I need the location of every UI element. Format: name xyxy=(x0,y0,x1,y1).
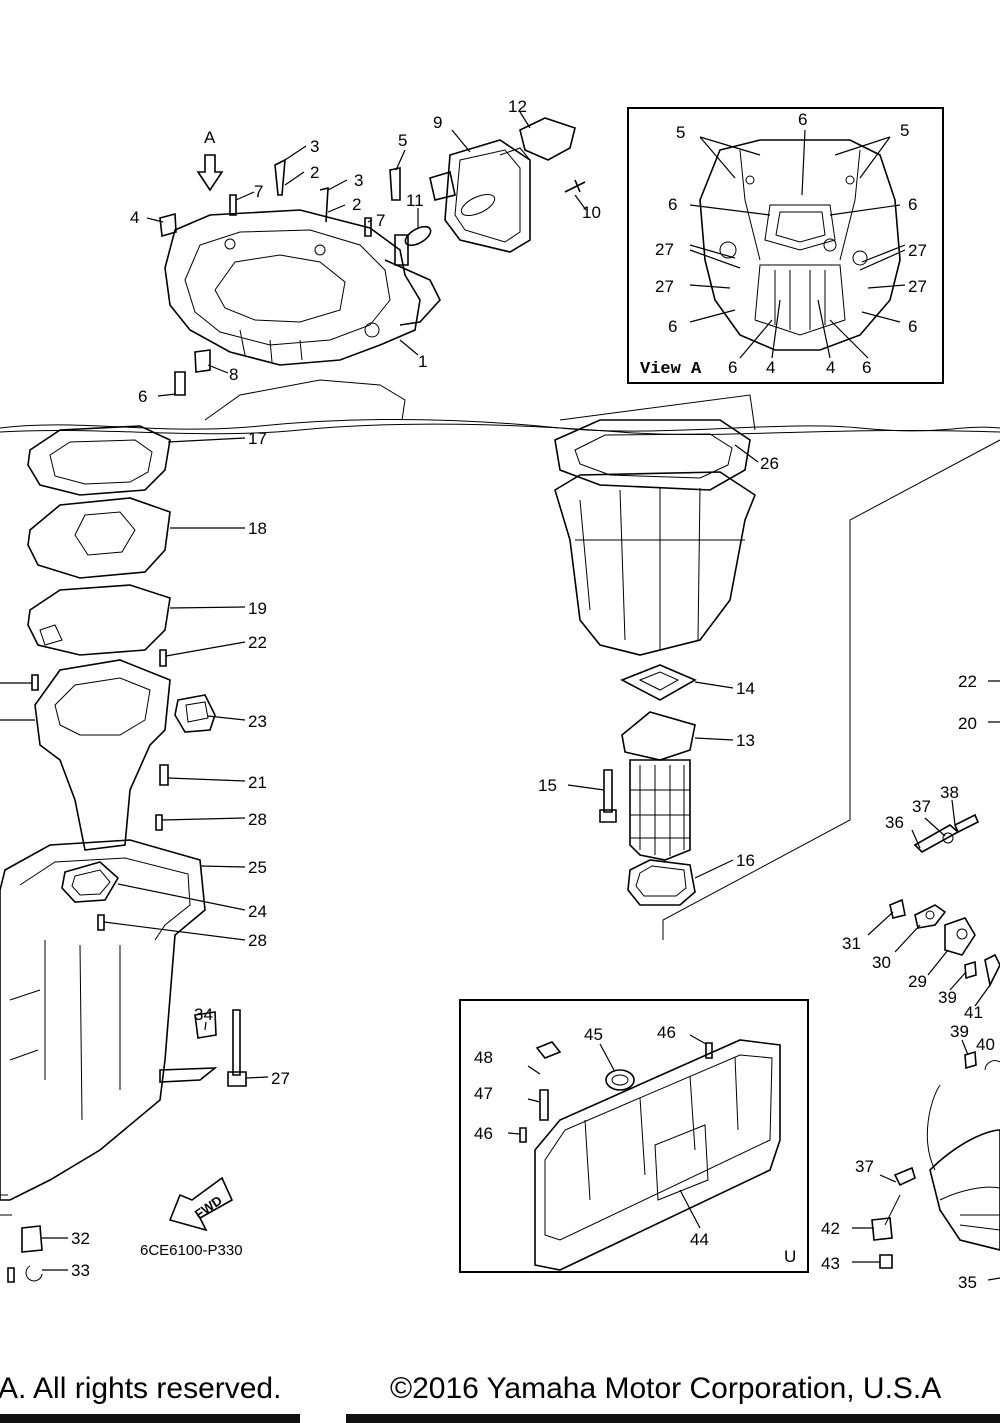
callout: 4 xyxy=(766,358,775,377)
left-gasket-stack xyxy=(0,425,247,1283)
callout: 47 xyxy=(474,1084,493,1103)
callout: 24 xyxy=(248,902,267,921)
callout: 6 xyxy=(668,195,677,214)
callout: 2 xyxy=(352,195,361,214)
bottom-bar-gap xyxy=(300,1414,346,1423)
leader-lines xyxy=(0,111,1000,1281)
callout: 28 xyxy=(248,810,267,829)
view-a-inset xyxy=(627,107,944,384)
callout: 4 xyxy=(130,208,139,227)
callout: 17 xyxy=(248,429,267,448)
inset-u-label: U xyxy=(784,1247,796,1266)
callout: 27 xyxy=(655,240,674,259)
callout: 19 xyxy=(248,599,267,618)
callout: 7 xyxy=(254,182,263,201)
callout: 33 xyxy=(71,1261,90,1280)
callout: 6 xyxy=(908,317,917,336)
callout: 6 xyxy=(908,195,917,214)
callout: 5 xyxy=(398,131,407,150)
callout: 44 xyxy=(690,1230,709,1249)
callout: 46 xyxy=(657,1023,676,1042)
callout: 6 xyxy=(862,358,871,377)
callout: 28 xyxy=(248,931,267,950)
break-line xyxy=(0,418,1000,432)
footer-rights-text: A. All rights reserved. xyxy=(0,1372,282,1405)
callout: 40 xyxy=(976,1035,995,1054)
callout: 22 xyxy=(248,633,267,652)
drawing-code: 6CE6100-P330 xyxy=(140,1242,243,1259)
callout: 6 xyxy=(798,110,807,129)
callout: 37 xyxy=(855,1157,874,1176)
callout: 3 xyxy=(354,171,363,190)
u-inset xyxy=(459,999,809,1273)
callout: 6 xyxy=(668,317,677,336)
callout: 25 xyxy=(248,858,267,877)
view-a-title: View A xyxy=(640,360,702,379)
callout: 43 xyxy=(821,1254,840,1273)
bottom-bar xyxy=(0,1414,1000,1423)
callout: 27 xyxy=(908,277,927,296)
callout: 38 xyxy=(940,783,959,802)
exhaust-guide-assembly xyxy=(159,117,586,421)
footer-copyright: ©2016 Yamaha Motor Corporation, U.S.A xyxy=(390,1372,942,1405)
callout: 9 xyxy=(433,113,442,132)
callout: 12 xyxy=(508,97,527,116)
callout: 22 xyxy=(958,672,977,691)
callout: 2 xyxy=(310,163,319,182)
callout: 30 xyxy=(872,953,891,972)
callout: 39 xyxy=(950,1022,969,1041)
callout: 20 xyxy=(958,714,977,733)
callout: 35 xyxy=(958,1273,977,1292)
callout: 6 xyxy=(728,358,737,377)
callout: 31 xyxy=(842,934,861,953)
callout: 6 xyxy=(138,387,147,406)
arrow-a-label: A xyxy=(204,128,216,147)
callout: 10 xyxy=(582,203,601,222)
callout: 5 xyxy=(900,121,909,140)
callout: 18 xyxy=(248,519,267,538)
callout: 4 xyxy=(826,358,835,377)
center-oil-pan-stack xyxy=(554,419,756,906)
callout: 39 xyxy=(938,988,957,1007)
callout: 34 xyxy=(194,1005,213,1024)
callout: 42 xyxy=(821,1219,840,1238)
callout: 26 xyxy=(760,454,779,473)
callout: 7 xyxy=(376,211,385,230)
callout: 1 xyxy=(418,352,427,371)
callout: 27 xyxy=(908,241,927,260)
callout: 21 xyxy=(248,773,267,792)
callout: 15 xyxy=(538,776,557,795)
callout: 45 xyxy=(584,1025,603,1044)
callout: 41 xyxy=(964,1003,983,1022)
callout: 13 xyxy=(736,731,755,750)
callout: 11 xyxy=(406,191,424,210)
callout: 46 xyxy=(474,1124,493,1143)
callout: 29 xyxy=(908,972,927,991)
right-partial-assembly xyxy=(871,813,1000,1269)
callout: 14 xyxy=(736,679,755,698)
callout: 23 xyxy=(248,712,267,731)
callout: 5 xyxy=(676,123,685,142)
callout: 48 xyxy=(474,1048,493,1067)
callout-labels: 12 9 5 3 2 3 2 7 7 4 11 10 1 8 6 A 17 18… xyxy=(71,97,995,1292)
callout: 36 xyxy=(885,813,904,832)
callout: 3 xyxy=(310,137,319,156)
callout: 8 xyxy=(229,365,238,384)
callout: 37 xyxy=(912,797,931,816)
callout: 27 xyxy=(271,1069,290,1088)
callout: 27 xyxy=(655,277,674,296)
callout: 16 xyxy=(736,851,755,870)
callout: 32 xyxy=(71,1229,90,1248)
